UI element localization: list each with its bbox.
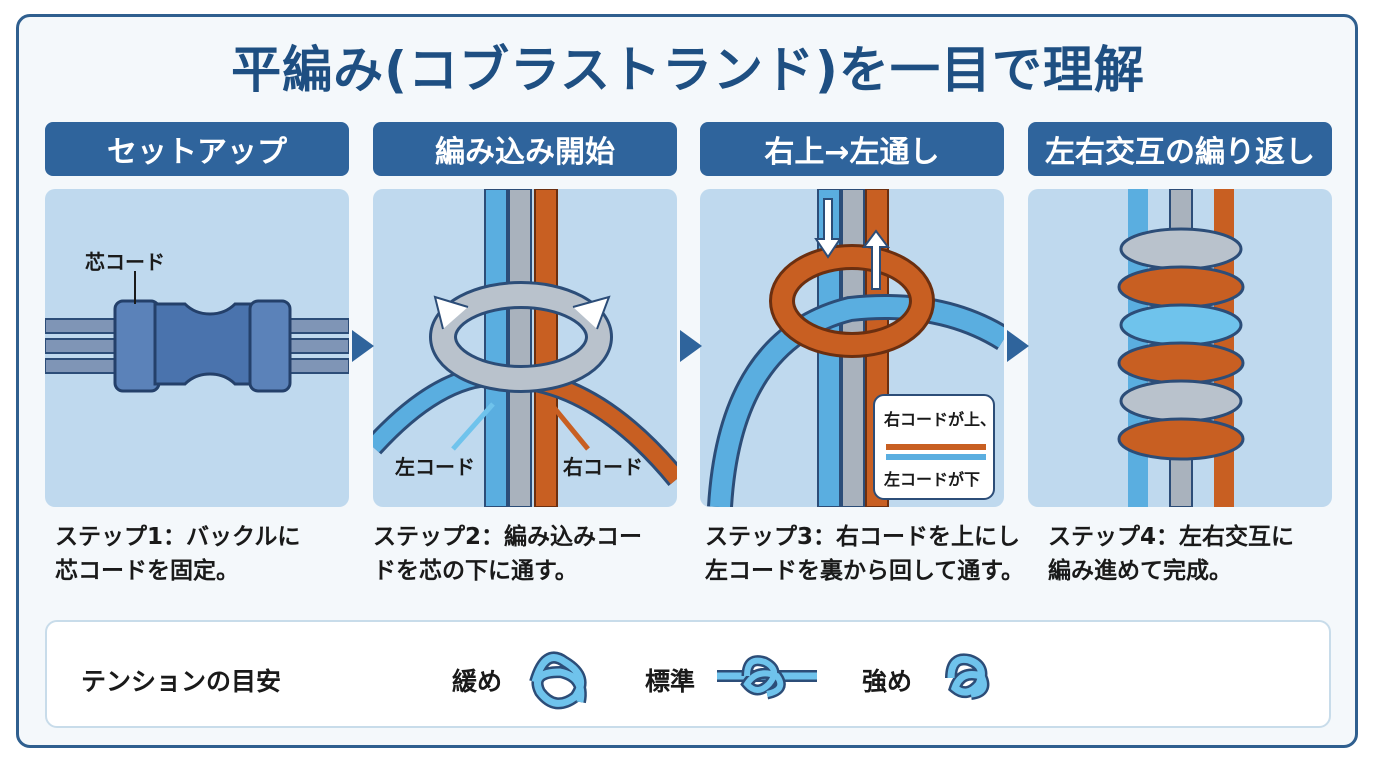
step4-caption: ステップ4：左右交互に 編み進めて完成。 <box>1048 520 1338 588</box>
core-cord-label: 芯コード <box>85 250 165 274</box>
step1-caption-line1: ステップ1：バックルに <box>55 524 301 550</box>
step4-heading: 左右交互の編り返し <box>1028 122 1332 176</box>
step2-heading: 編み込み開始 <box>373 122 677 176</box>
step-arrow-1 <box>352 330 374 362</box>
step2-caption: ステップ2：編み込みコー ドを芯の下に通す。 <box>373 520 703 588</box>
step3-heading: 右上→左通し <box>700 122 1004 176</box>
step2-caption-line2: ドを芯の下に通す。 <box>373 558 578 584</box>
tension-loose-label: 緩め <box>452 667 503 696</box>
tension-guide: テンションの目安 緩め 標準 強め <box>45 620 1331 728</box>
page-title: 平編み(コブラストランド)を一目で理解 <box>231 41 1145 99</box>
step2-caption-line1: ステップ2：編み込みコー <box>373 524 643 550</box>
callout-bottom-label: 左コードが下 <box>883 470 980 489</box>
standard-knot-icon <box>717 655 817 700</box>
step3-caption-line1: ステップ3：右コードを上にし <box>705 524 1021 550</box>
step1-caption-line2: 芯コードを固定。 <box>55 558 239 584</box>
loose-knot-icon <box>529 651 587 710</box>
tension-title: テンションの目安 <box>81 667 282 696</box>
step4-illustration <box>1028 189 1332 507</box>
step3-caption: ステップ3：右コードを上にし 左コードを裏から回して通す。 <box>705 520 1045 588</box>
left-cord-label: 左コード <box>395 455 475 479</box>
tension-strong-label: 強め <box>862 667 913 696</box>
step1-illustration: 芯コード <box>45 189 349 507</box>
tension-standard-label: 標準 <box>645 667 696 696</box>
step4-caption-line2: 編み進めて完成。 <box>1048 558 1232 584</box>
tight-knot-icon <box>945 653 990 700</box>
step1-caption: ステップ1：バックルに 芯コードを固定。 <box>55 520 385 588</box>
step2-illustration: 左コード 右コード <box>373 189 677 507</box>
right-cord-label: 右コード <box>563 455 643 479</box>
step3-caption-line2: 左コードを裏から回して通す。 <box>705 558 1025 584</box>
step3-illustration: 右コードが上、 左コードが下 <box>700 189 1004 507</box>
step1-heading: セットアップ <box>45 122 349 176</box>
step-arrow-2 <box>680 330 702 362</box>
callout-top-label: 右コードが上、 <box>884 410 996 429</box>
step4-caption-line1: ステップ4：左右交互に <box>1048 524 1295 550</box>
step-arrow-3 <box>1007 330 1029 362</box>
